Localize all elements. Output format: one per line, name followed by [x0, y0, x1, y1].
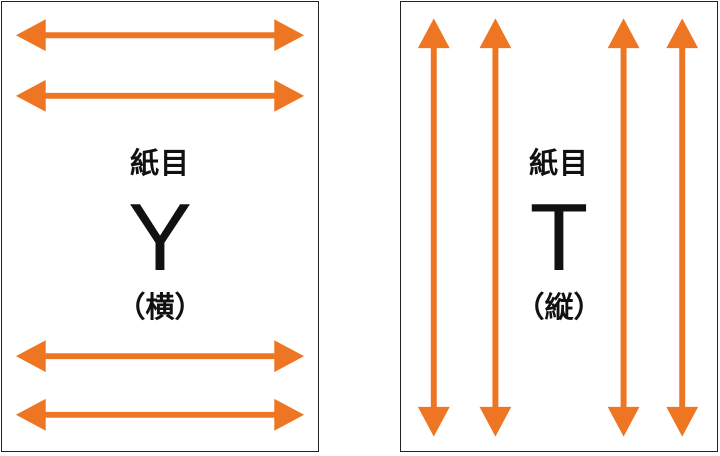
grain-direction-label: （縦）: [515, 290, 603, 324]
vertical-double-arrow-2: [479, 18, 512, 437]
vertical-arrows-group: [417, 18, 699, 437]
horizontal-arrows-group: [15, 19, 305, 431]
horizontal-double-arrow-1: [15, 19, 305, 52]
grain-panel-t: 紙目 T （縦）: [400, 1, 718, 452]
horizontal-double-arrow-2: [15, 79, 305, 112]
horizontal-double-arrow-3: [15, 340, 305, 373]
horizontal-double-arrow-4: [15, 398, 305, 431]
vertical-double-arrow-4: [666, 18, 699, 437]
vertical-double-arrow-3: [607, 18, 640, 437]
grain-direction-label: （横）: [116, 290, 204, 324]
grain-letter-y: Y: [127, 184, 193, 291]
grain-label: 紙目: [528, 146, 589, 180]
grain-letter-t: T: [529, 184, 589, 291]
vertical-double-arrow-1: [417, 18, 450, 437]
grain-panel-y: 紙目 Y （横）: [1, 1, 319, 452]
grain-label: 紙目: [129, 146, 190, 180]
